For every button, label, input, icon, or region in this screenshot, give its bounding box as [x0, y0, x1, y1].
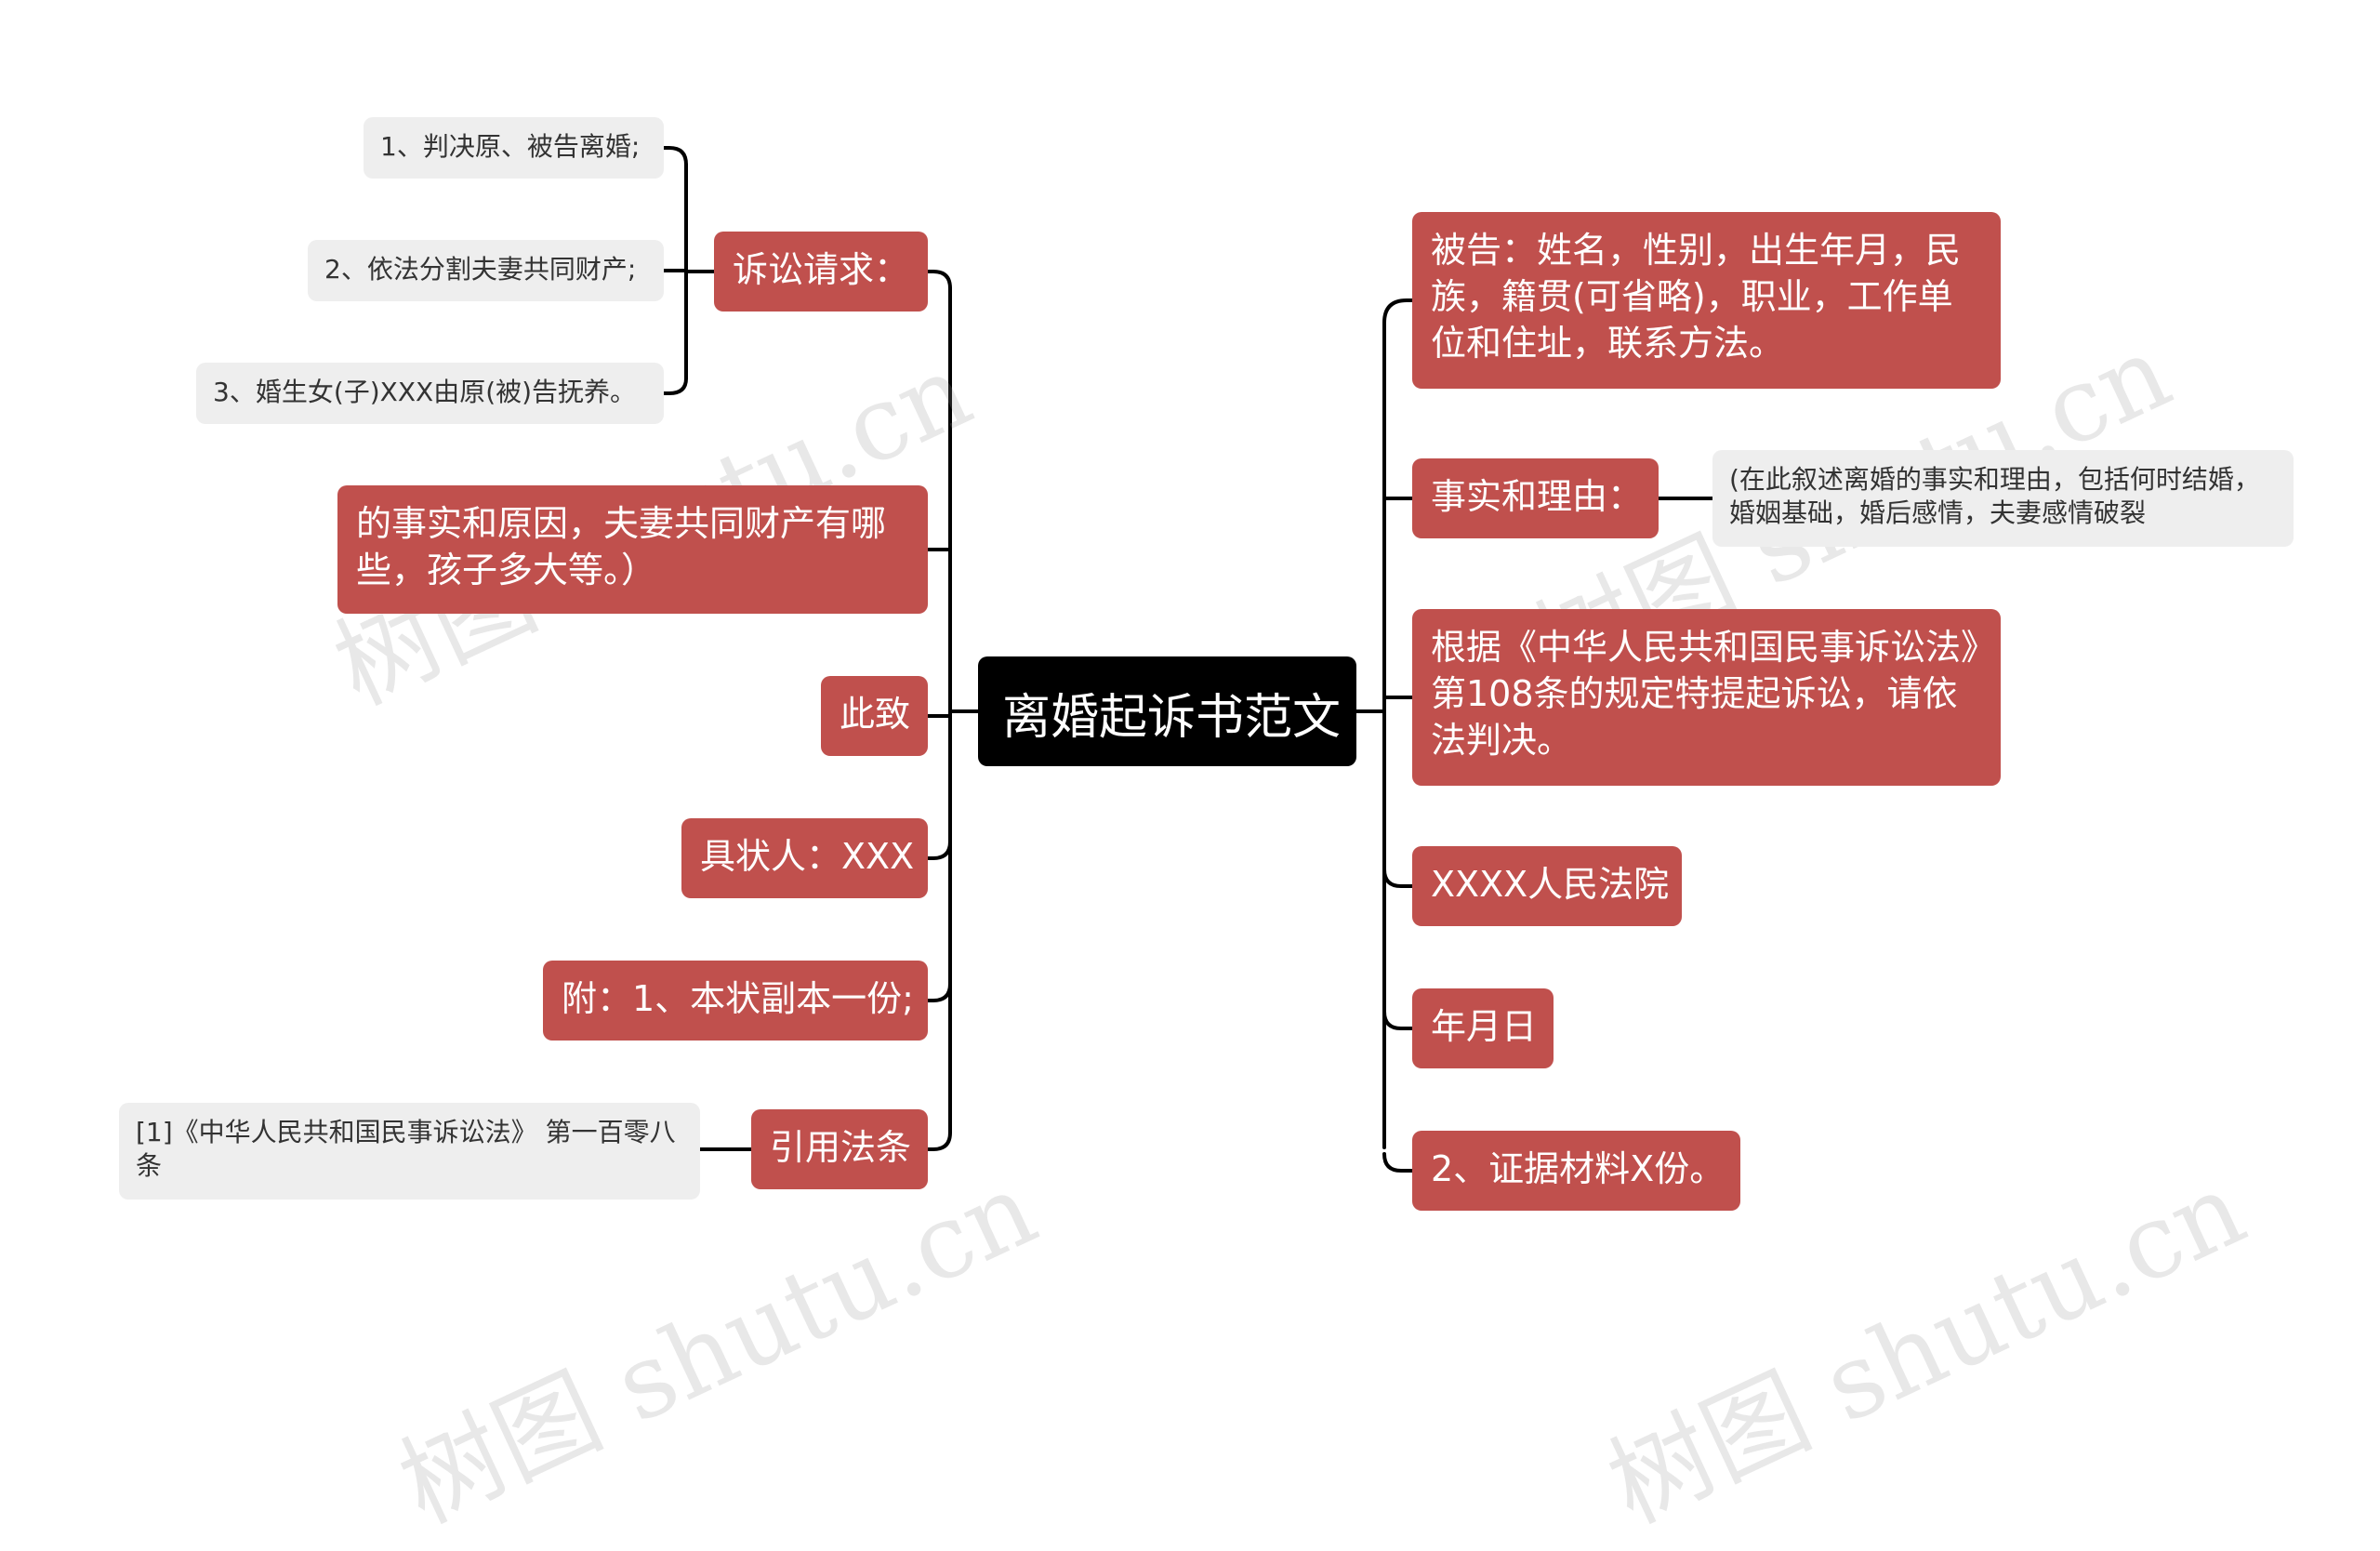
topic-cited-law[interactable]: 引用法条: [751, 1109, 928, 1189]
connector-request-3: [662, 377, 688, 395]
root-topic[interactable]: 离婚起诉书范文: [978, 656, 1356, 766]
subtopic-cited-law[interactable]: [1]《中华人民共和国民事诉讼法》 第一百零八条: [119, 1103, 700, 1200]
subtopic-request-2[interactable]: 2、依法分割夫妻共同财产;: [308, 240, 664, 301]
subtopic-facts-reasons[interactable]: (在此叙述离婚的事实和理由，包括何时结婚，婚姻基础，婚后感情，夫妻感情破裂: [1712, 450, 2294, 547]
connector-request: [926, 270, 952, 290]
subtopic-request-3[interactable]: 3、婚生女(子)XXX由原(被)告抚养。: [196, 363, 664, 424]
topic-facts-reasons[interactable]: 事实和理由：: [1412, 458, 1659, 538]
topic-court[interactable]: XXXX人民法院: [1412, 846, 1682, 926]
connector-defendant: [1382, 298, 1414, 325]
connector-signer: [926, 840, 952, 860]
connector-request-1: [662, 146, 688, 166]
topic-facts-continued[interactable]: 的事实和原因，夫妻共同财产有哪些，孩子多大等。）: [337, 485, 928, 614]
subtopic-request-1[interactable]: 1、判决原、被告离婚;: [364, 117, 664, 179]
topic-attachment[interactable]: 附：1、本状副本一份;: [543, 961, 928, 1041]
connector-cited-law: [926, 1131, 952, 1151]
topic-defendant[interactable]: 被告：姓名，性别，出生年月，民族，籍贯(可省略)，职业，工作单位和住址，联系方法…: [1412, 212, 2001, 389]
mindmap-canvas: 树图 shutu.cn 树图 shutu.cn 树图 shutu.cn 树图 s…: [119, 117, 2294, 1546]
topic-cizhi[interactable]: 此致: [821, 676, 928, 756]
connector-lines: [662, 146, 1714, 1173]
topic-litigation-request[interactable]: 诉讼请求：: [714, 232, 928, 312]
connector-attachment: [926, 982, 952, 1002]
topic-evidence[interactable]: 2、证据材料X份。: [1412, 1131, 1740, 1211]
connector-evidence: [1382, 1152, 1414, 1173]
topic-legal-basis[interactable]: 根据《中华人民共和国民事诉讼法》第108条的规定特提起诉讼，请依法判决。: [1412, 609, 2001, 786]
topic-date[interactable]: 年月日: [1412, 988, 1554, 1068]
connector-date: [1382, 1010, 1414, 1030]
connector-court: [1382, 868, 1414, 888]
topic-signer[interactable]: 具状人：XXX: [681, 818, 928, 898]
